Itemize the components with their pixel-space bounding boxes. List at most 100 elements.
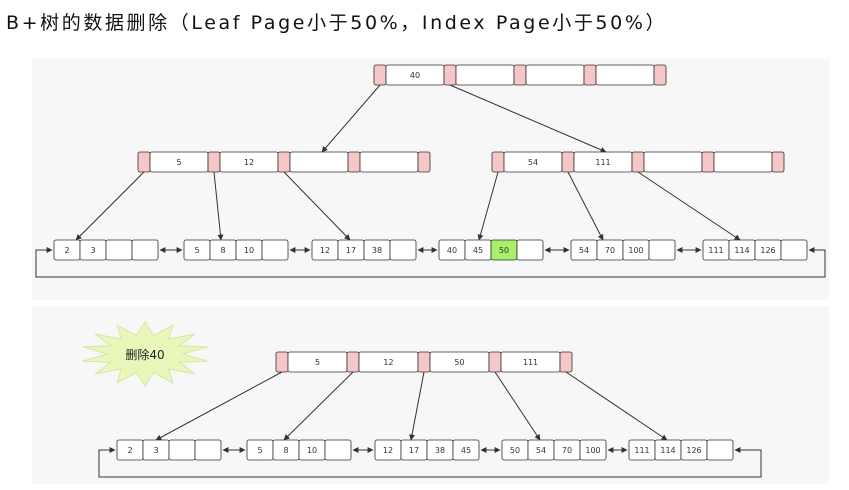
leaf-key: 2 xyxy=(64,246,69,255)
key-box xyxy=(525,64,585,86)
key-label: 40 xyxy=(410,71,420,80)
pointer-slot xyxy=(443,64,457,86)
leaf-key: 111 xyxy=(634,446,649,455)
leaf-cell xyxy=(105,239,133,261)
leaf-key: 5 xyxy=(257,446,262,455)
index-node-right: 54 111 xyxy=(491,151,785,173)
leaf-node-before-2: 12 17 38 xyxy=(311,239,417,261)
edge-arrow xyxy=(321,84,381,153)
leaf-node-before-3: 40 45 50 xyxy=(438,239,544,261)
leaf-key: 12 xyxy=(383,446,393,455)
pointer-slot xyxy=(417,151,431,173)
leaf-key: 50 xyxy=(499,246,509,255)
leaf-key: 8 xyxy=(283,446,288,455)
leaf-key: 17 xyxy=(409,446,419,455)
leaf-key: 70 xyxy=(562,446,572,455)
edge-arrow xyxy=(75,171,145,241)
section-divider xyxy=(32,300,829,306)
key-box xyxy=(643,151,703,173)
delete-callout: 删除40 xyxy=(82,321,208,387)
pointer-slot xyxy=(417,351,431,373)
leaf-key: 8 xyxy=(220,246,225,255)
pointer-slot xyxy=(583,64,597,86)
edge-arrow xyxy=(567,171,604,241)
leaf-node-before-1: 5 8 10 xyxy=(183,239,289,261)
leaf-key: 50 xyxy=(510,446,520,455)
diagram-panel xyxy=(32,59,829,484)
leaf-key: 54 xyxy=(579,246,589,255)
leaf-key: 12 xyxy=(320,246,330,255)
leaf-node-after-1: 5 8 10 xyxy=(246,439,352,461)
leaf-cell xyxy=(389,239,417,261)
tree-edges xyxy=(35,84,826,478)
key-box xyxy=(455,64,515,86)
leaf-cell xyxy=(261,239,289,261)
leaf-key: 100 xyxy=(585,446,600,455)
edge-arrow xyxy=(494,371,541,441)
leaf-cell xyxy=(648,239,676,261)
key-label: 111 xyxy=(595,158,610,167)
leaf-key: 5 xyxy=(194,246,199,255)
key-label: 5 xyxy=(176,158,181,167)
key-label: 12 xyxy=(383,358,393,367)
key-label: 54 xyxy=(528,158,538,167)
leaf-key: 45 xyxy=(473,246,483,255)
leaf-key: 3 xyxy=(90,246,95,255)
leaf-cell xyxy=(579,439,607,461)
leaf-cell xyxy=(516,239,544,261)
leaf-key: 126 xyxy=(686,446,701,455)
pointer-slot xyxy=(701,151,715,173)
pointer-slot xyxy=(653,64,667,86)
leaf-cell xyxy=(324,439,352,461)
leaf-key: 54 xyxy=(536,446,546,455)
leaf-key: 10 xyxy=(244,246,254,255)
leaf-cell xyxy=(131,239,159,261)
leaf-cell xyxy=(706,439,734,461)
key-label: 50 xyxy=(454,358,464,367)
pointer-slot xyxy=(631,151,645,173)
leaf-key: 17 xyxy=(346,246,356,255)
leaf-key: 10 xyxy=(307,446,317,455)
leaf-key: 38 xyxy=(435,446,445,455)
pointer-slot xyxy=(488,351,502,373)
key-label: 12 xyxy=(244,158,254,167)
edge-arrow xyxy=(449,84,607,153)
leaf-key: 40 xyxy=(447,246,457,255)
pointer-slot xyxy=(561,151,575,173)
leaf-ring-link-after xyxy=(98,447,762,478)
leaf-node-before-4: 54 70 100 xyxy=(570,239,676,261)
pointer-slot xyxy=(277,151,291,173)
edge-arrow xyxy=(477,171,499,241)
edge-arrow xyxy=(213,171,224,241)
pointer-slot xyxy=(346,351,360,373)
leaf-key: 114 xyxy=(734,246,749,255)
edge-arrow xyxy=(283,371,354,441)
leaf-key: 45 xyxy=(461,446,471,455)
leaf-key: 114 xyxy=(660,446,675,455)
pointer-slot xyxy=(347,151,361,173)
leaf-key: 70 xyxy=(605,246,615,255)
index-node-left: 5 12 xyxy=(137,151,431,173)
leaf-key: 3 xyxy=(153,446,158,455)
pointer-slot xyxy=(137,151,151,173)
leaf-ring-link xyxy=(35,247,826,278)
root-node-before: 40 xyxy=(373,64,667,86)
pointer-slot xyxy=(513,64,527,86)
leaf-cell xyxy=(780,239,808,261)
edge-arrow xyxy=(637,171,741,241)
leaf-key: 2 xyxy=(127,446,132,455)
leaf-key: 100 xyxy=(628,246,643,255)
key-label: 5 xyxy=(315,358,320,367)
edge-arrow xyxy=(283,171,351,241)
key-box xyxy=(359,151,419,173)
leaf-cell xyxy=(194,439,222,461)
leaf-key: 38 xyxy=(372,246,382,255)
pointer-slot xyxy=(207,151,221,173)
leaf-node-after-2: 12 17 38 45 xyxy=(374,439,480,461)
leaf-cell xyxy=(452,439,480,461)
pointer-slot xyxy=(491,151,505,173)
